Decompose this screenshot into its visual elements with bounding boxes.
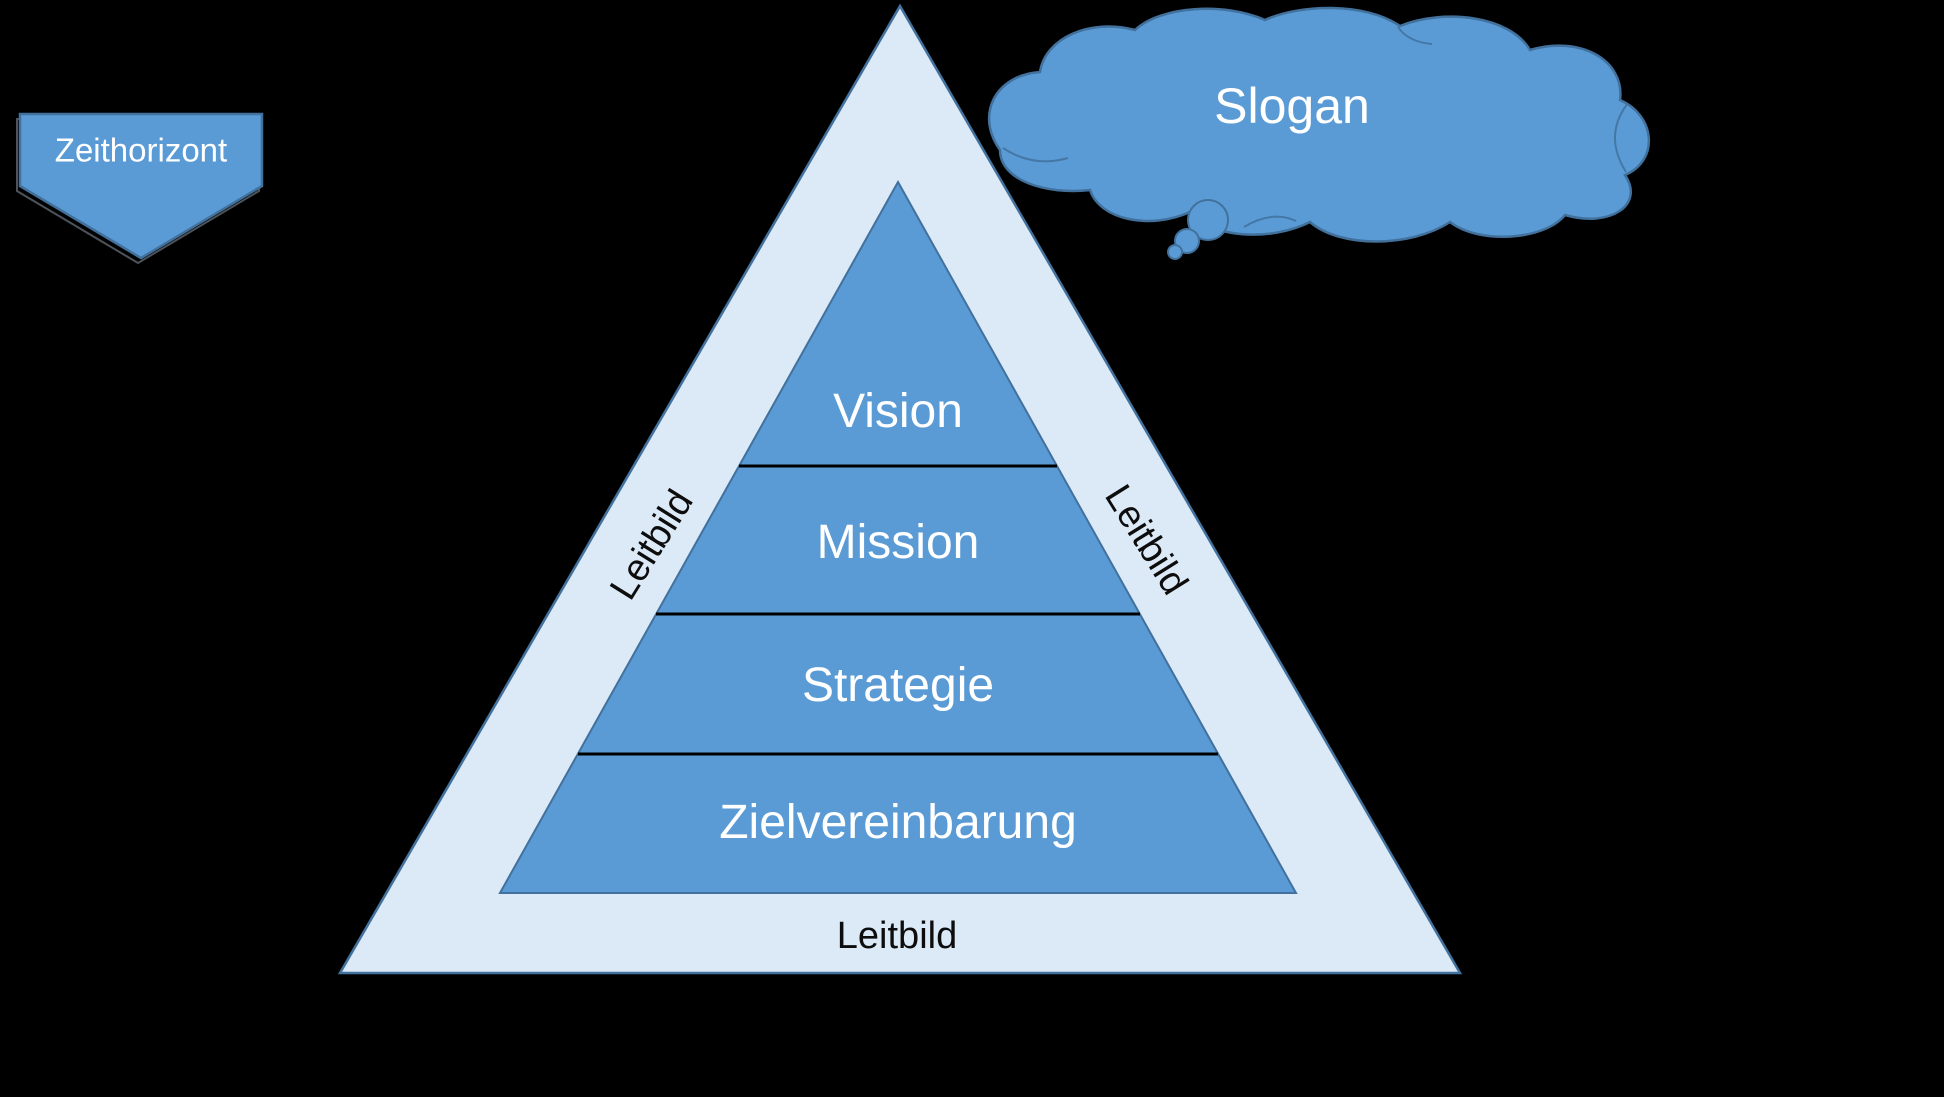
inner-pyramid-shape bbox=[498, 179, 1298, 894]
zeithorizont-banner-shape bbox=[18, 112, 264, 260]
zeithorizont-label: Zeithorizont bbox=[54, 131, 228, 169]
pyramid-level-mission-label: Mission bbox=[816, 516, 980, 569]
slogan-label: Slogan bbox=[1214, 78, 1370, 134]
pyramid-level-strategie-label: Strategie bbox=[801, 659, 995, 712]
pyramid-level-vision-label: Vision bbox=[833, 385, 963, 438]
cloud-inner-arc-right bbox=[1614, 102, 1629, 173]
leitbild-base-label: Leitbild bbox=[836, 915, 958, 957]
cloud-tail-bubble-small bbox=[1167, 244, 1183, 260]
cloud-tail-bubble-large bbox=[1187, 199, 1229, 241]
cloud-inner-arc-left bbox=[1002, 147, 1069, 163]
cloud-inner-arc-bottom bbox=[1243, 215, 1297, 228]
pyramid-level-zielvereinbarung-label: Zielvereinbarung bbox=[719, 796, 1077, 849]
cloud-inner-arc-top bbox=[1397, 26, 1433, 45]
